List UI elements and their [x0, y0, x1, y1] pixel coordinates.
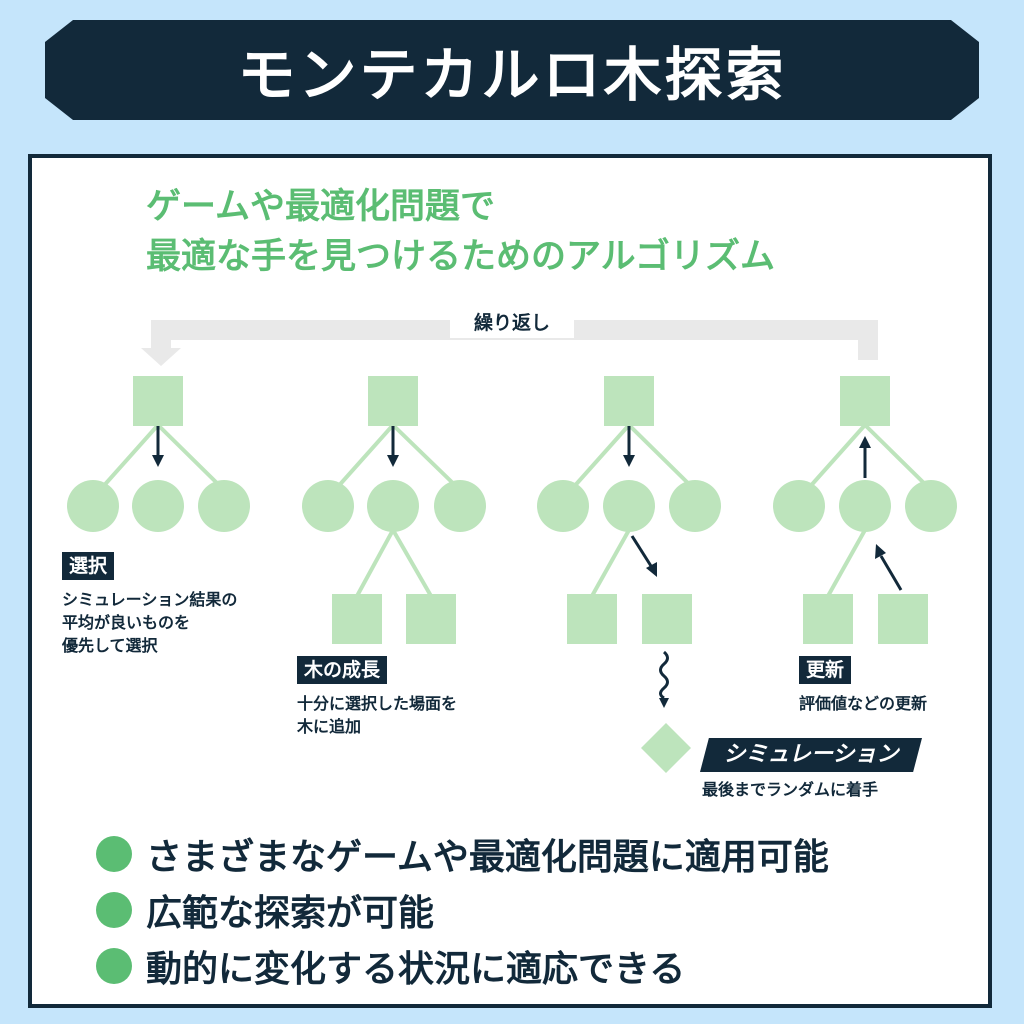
child-node	[603, 480, 655, 532]
root-node	[840, 376, 890, 426]
child-node	[67, 480, 119, 532]
page-title: モンテカルロ木探索	[237, 41, 787, 109]
subtitle-line-1: ゲームや最適化問題で	[146, 187, 495, 227]
down-arrow	[152, 426, 164, 467]
content-card	[28, 154, 992, 1008]
tree-selection	[67, 376, 250, 532]
desc-line: 十分に選択した場面を	[297, 694, 458, 713]
title-banner: モンテカルロ木探索	[45, 20, 979, 120]
tree-backpropagation	[773, 376, 957, 644]
wavy-arrow	[659, 650, 669, 708]
desc-line: 平均が良いものを	[62, 613, 191, 632]
child-node	[434, 480, 486, 532]
desc-line: 評価値などの更新	[799, 694, 928, 713]
child-node	[839, 480, 891, 532]
subtitle: ゲームや最適化問題で 最適な手を見つけるためのアルゴリズム	[146, 182, 775, 282]
down-arrow	[387, 426, 399, 467]
child-node	[669, 480, 721, 532]
step-update-desc: 評価値などの更新	[799, 692, 927, 715]
bullet-dot-icon	[96, 948, 132, 984]
loop-arrow	[141, 320, 878, 366]
leaf-node	[567, 594, 617, 644]
child-node	[905, 480, 957, 532]
child-node	[367, 480, 419, 532]
subtitle-line-2: 最適な手を見つけるためのアルゴリズム	[146, 237, 775, 277]
step-selection-label: 選択	[62, 552, 115, 580]
feature-text: さまざまなゲームや最適化問題に適用可能	[146, 837, 829, 878]
up-arrow	[859, 436, 871, 478]
child-node	[198, 480, 250, 532]
step-simulation-label: シミュレーション	[700, 738, 922, 772]
step-simulation-desc: 最後までランダムに着手	[702, 778, 878, 801]
bullet-dot-icon	[96, 892, 132, 928]
new-node	[406, 594, 456, 644]
desc-line: 木に追加	[297, 717, 362, 736]
loop-label: 繰り返し	[450, 308, 574, 338]
step-expansion-desc: 十分に選択した場面を 木に追加	[297, 692, 457, 738]
tree-simulation	[537, 376, 721, 773]
terminal-node	[641, 723, 691, 773]
root-node	[133, 376, 183, 426]
step-selection-desc: シミュレーション結果の 平均が良いものを 優先して選択	[62, 588, 237, 657]
feature-text: 動的に変化する状況に適応できる	[146, 949, 686, 990]
child-node	[302, 480, 354, 532]
child-node	[773, 480, 825, 532]
tree-expansion	[302, 376, 486, 644]
new-node	[332, 594, 382, 644]
root-node	[368, 376, 418, 426]
feature-text: 広範な探索が可能	[146, 893, 435, 934]
desc-line: シミュレーション結果の	[62, 590, 238, 609]
child-node	[537, 480, 589, 532]
step-update-label: 更新	[799, 656, 852, 684]
leaf-node	[878, 594, 928, 644]
feature-item: 動的に変化する状況に適応できる	[96, 938, 829, 994]
bullet-dot-icon	[96, 836, 132, 872]
desc-line: 最後までランダムに着手	[702, 780, 879, 799]
child-node	[132, 480, 184, 532]
root-node	[604, 376, 654, 426]
leaf-node	[803, 594, 853, 644]
feature-list: さまざまなゲームや最適化問題に適用可能 広範な探索が可能 動的に変化する状況に適…	[96, 826, 829, 994]
diagonal-up-arrow	[875, 544, 903, 591]
down-arrow	[623, 426, 635, 467]
feature-item: 広範な探索が可能	[96, 882, 829, 938]
desc-line: 優先して選択	[62, 636, 158, 655]
step-expansion-label: 木の成長	[297, 656, 388, 684]
feature-item: さまざまなゲームや最適化問題に適用可能	[96, 826, 829, 882]
diagonal-arrow	[630, 535, 657, 577]
leaf-node	[642, 594, 692, 644]
